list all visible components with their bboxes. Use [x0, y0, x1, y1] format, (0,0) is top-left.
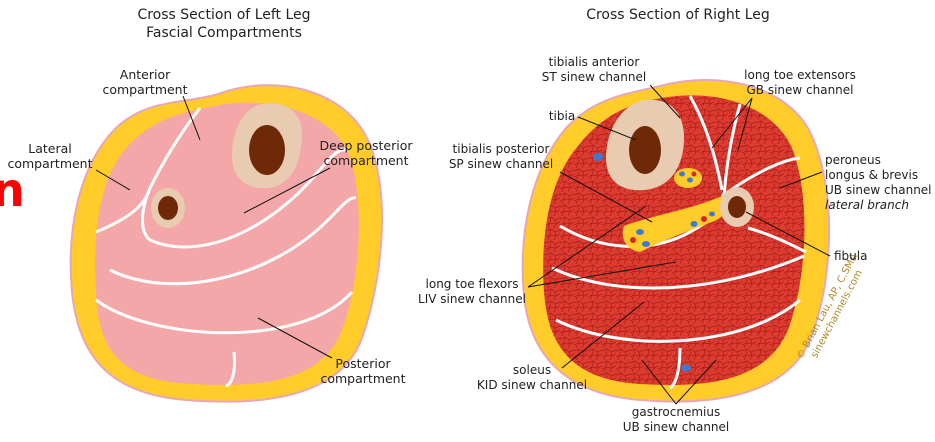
- label-soleus-line2: KID sinew channel: [477, 378, 587, 392]
- label-lateral-line1: Lateral: [28, 141, 72, 156]
- label-gastrocnemius-line1: gastrocnemius: [632, 405, 720, 419]
- vessel-post-artery: [630, 237, 636, 243]
- right-tibia-marrow: [629, 126, 661, 174]
- label-long-toe-flex-line2: LIV sinew channel: [418, 292, 526, 306]
- label-long-toe-flex-line1: long toe flexors: [426, 277, 519, 291]
- vessel-ant-artery: [692, 172, 697, 177]
- label-lateral-line2: compartment: [7, 156, 92, 171]
- right-leg-title: Cross Section of Right Leg: [586, 7, 770, 23]
- label-deep-posterior-line1: Deep posterior: [320, 138, 414, 153]
- vessel-ant-2: [687, 178, 693, 183]
- vessel-peroneal-artery: [701, 216, 707, 222]
- label-tibialis-anterior-line2: ST sinew channel: [542, 70, 646, 84]
- label-tibialis-posterior-line2: SP sinew channel: [449, 157, 553, 171]
- clipped-red-glyph: n: [0, 163, 25, 217]
- label-peroneus-line4: lateral branch: [825, 198, 909, 212]
- vessel-saphenous: [593, 153, 603, 161]
- left-leg-title-line1: Cross Section of Left Leg: [137, 7, 310, 23]
- label-tibialis-posterior-line1: tibialis posterior: [453, 142, 550, 156]
- vessel-post-2: [642, 241, 650, 247]
- label-tibialis-anterior-line1: tibialis anterior: [549, 55, 640, 69]
- label-posterior-line1: Posterior: [335, 356, 391, 371]
- label-peroneus-line3: UB sinew channel: [825, 183, 932, 197]
- vessel-post-1: [636, 229, 644, 235]
- label-anterior-line1: Anterior: [120, 67, 171, 82]
- vessel-sural: [681, 365, 691, 372]
- vessel-peroneal-1: [691, 221, 698, 227]
- label-tibia: tibia: [549, 109, 575, 123]
- label-anterior-line2: compartment: [102, 82, 187, 97]
- label-gastrocnemius-line2: UB sinew channel: [623, 420, 730, 434]
- label-deep-posterior-line2: compartment: [323, 153, 408, 168]
- left-tibia-marrow: [249, 125, 285, 175]
- label-fibula: fibula: [834, 249, 867, 263]
- right-leg-diagram: Cross Section of Right Leg: [418, 7, 932, 434]
- label-soleus-line1: soleus: [513, 363, 551, 377]
- label-peroneus-line1: peroneus: [825, 153, 881, 167]
- right-fibula-marrow: [728, 196, 746, 218]
- right-anterior-vessels-fat: [674, 168, 702, 188]
- label-posterior-line2: compartment: [320, 371, 405, 386]
- label-long-toe-ext-line1: long toe extensors: [744, 68, 856, 82]
- vessel-peroneal-2: [709, 212, 715, 217]
- left-leg-diagram: Cross Section of Left Leg Fascial Compar…: [7, 7, 413, 402]
- left-fibula-marrow: [158, 196, 178, 220]
- label-peroneus-line2: longus & brevis: [825, 168, 918, 182]
- label-long-toe-ext-line2: GB sinew channel: [746, 83, 853, 97]
- left-leg-title-line2: Fascial Compartments: [146, 25, 302, 41]
- vessel-ant-1: [679, 172, 685, 177]
